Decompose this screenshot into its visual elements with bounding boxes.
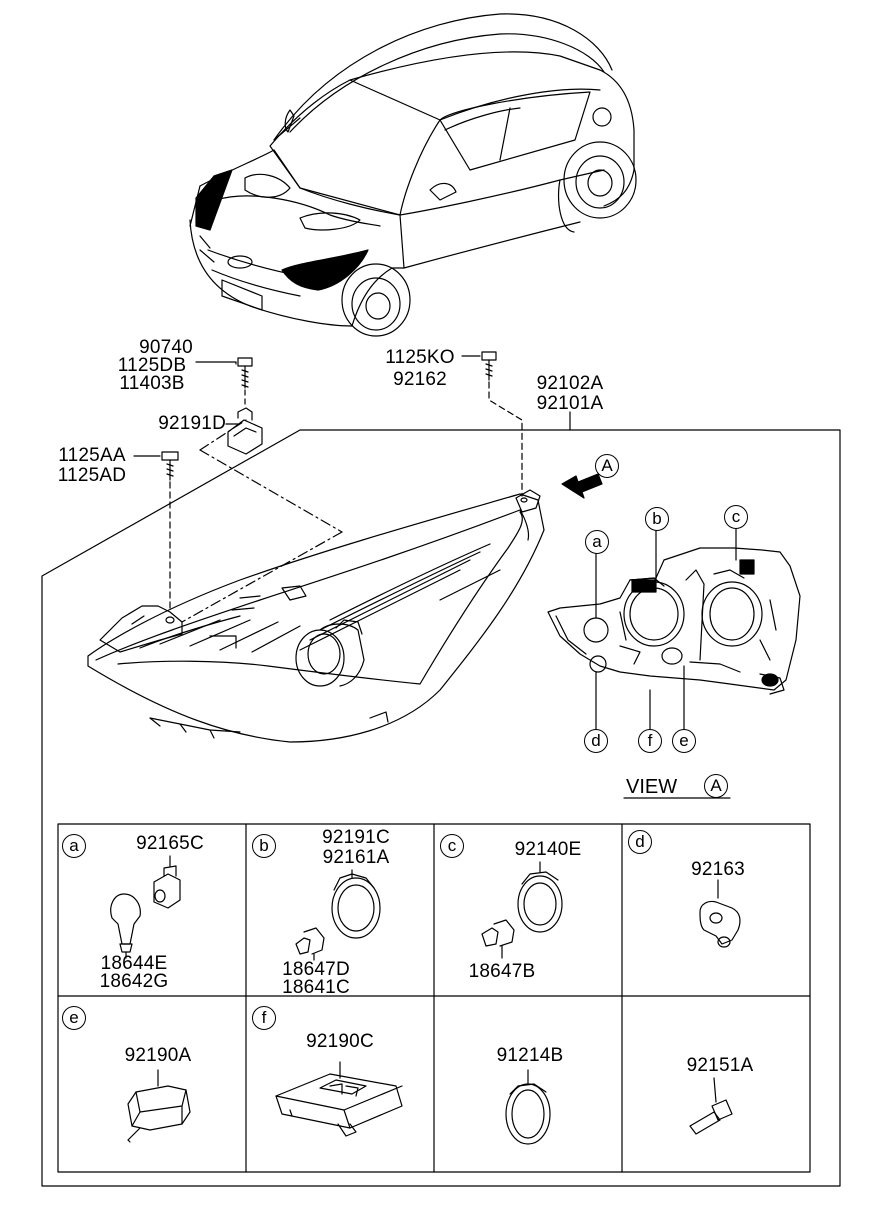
- cell-key-a: a: [62, 834, 86, 858]
- view-marker-circle: A: [704, 774, 728, 798]
- part-number-label: 92165C: [136, 833, 204, 854]
- part-number-label: 92101A: [536, 393, 604, 414]
- part-number-label: 18641C: [282, 977, 350, 998]
- callout-c: c: [724, 505, 748, 529]
- part-number-label: 1125KO: [385, 347, 455, 368]
- part-number-label: 92190C: [306, 1031, 374, 1052]
- part-number-label: 92151A: [686, 1055, 754, 1076]
- part-number-label: 1125AD: [57, 465, 127, 486]
- cell-a-parts: [110, 855, 181, 959]
- car-illustration: [189, 13, 637, 337]
- part-number-label: 1125DB: [117, 355, 187, 376]
- part-number-label: 18647D: [282, 959, 350, 980]
- part-number-label: 11403B: [119, 373, 185, 394]
- part-number-label: 92163: [691, 859, 745, 880]
- view-marker-circle: A: [595, 454, 619, 478]
- part-number-label: 92162: [393, 369, 447, 390]
- part-number-label: 92161A: [322, 847, 390, 868]
- cell-key-e: e: [62, 1006, 86, 1030]
- callout-e: e: [672, 729, 696, 753]
- assembly-boundary: [41, 429, 841, 1187]
- part-number-label: 91214B: [496, 1045, 564, 1066]
- callout-a: a: [585, 530, 609, 554]
- cell-e-parts: [127, 1069, 191, 1143]
- part-number-label: 18647B: [468, 961, 536, 982]
- cell-key-f: f: [252, 1006, 276, 1030]
- headlamp-illustration: [87, 489, 545, 743]
- callout-d: d: [584, 729, 608, 753]
- part-number-label: 1125AA: [58, 445, 126, 466]
- view-arrow-icon: [561, 473, 603, 499]
- part-number-label: 92140E: [514, 839, 582, 860]
- cell-b-parts: [295, 869, 381, 961]
- cell-key-c: c: [440, 834, 464, 858]
- view-a-illustration: [547, 527, 801, 731]
- callout-f: f: [638, 729, 662, 753]
- cell-f-parts: [275, 1061, 403, 1137]
- part-number-label: 92191D: [158, 413, 226, 434]
- cell-c-parts: [481, 861, 563, 959]
- part-number-label: 90740: [139, 337, 193, 358]
- callout-b: b: [645, 507, 669, 531]
- cell-key-b: b: [252, 834, 276, 858]
- part-number-label: 92190A: [124, 1045, 192, 1066]
- part-number-label: 18644E: [100, 953, 168, 974]
- cell-screw-parts: [689, 1077, 733, 1135]
- part-number-label: 92102A: [536, 373, 604, 394]
- view-label: VIEW: [626, 776, 678, 798]
- cell-d-parts: [699, 879, 741, 948]
- cell-key-d: d: [628, 830, 652, 854]
- parts-grid: [57, 823, 811, 1173]
- cell-ring-parts: [505, 1069, 551, 1145]
- part-number-label: 18642G: [99, 971, 169, 992]
- part-number-label: 92191C: [322, 827, 390, 848]
